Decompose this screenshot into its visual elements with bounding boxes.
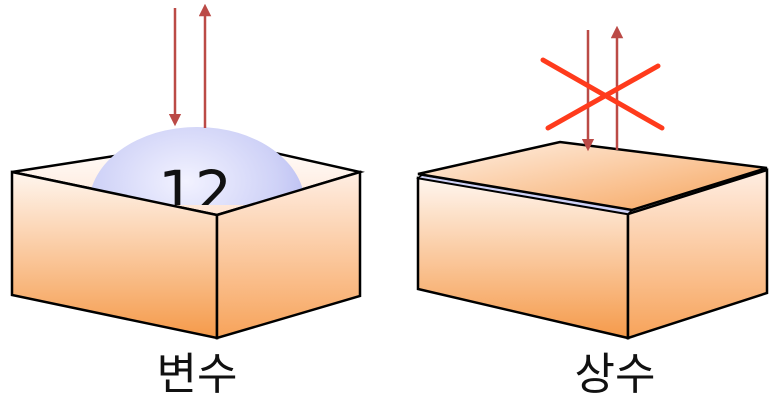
constant-box-side bbox=[626, 168, 769, 340]
variable-box: 12 bbox=[10, 3, 365, 340]
constant-caption: 상수 bbox=[574, 349, 656, 400]
variable-value: 12 bbox=[158, 158, 232, 226]
variable-ball: 12 bbox=[89, 127, 305, 226]
constant-box bbox=[416, 25, 769, 340]
variable-caption: 변수 bbox=[156, 349, 238, 400]
blocked-cross-icon bbox=[540, 57, 665, 131]
variable-box-side bbox=[215, 170, 362, 340]
constant-box-lid bbox=[417, 140, 768, 212]
